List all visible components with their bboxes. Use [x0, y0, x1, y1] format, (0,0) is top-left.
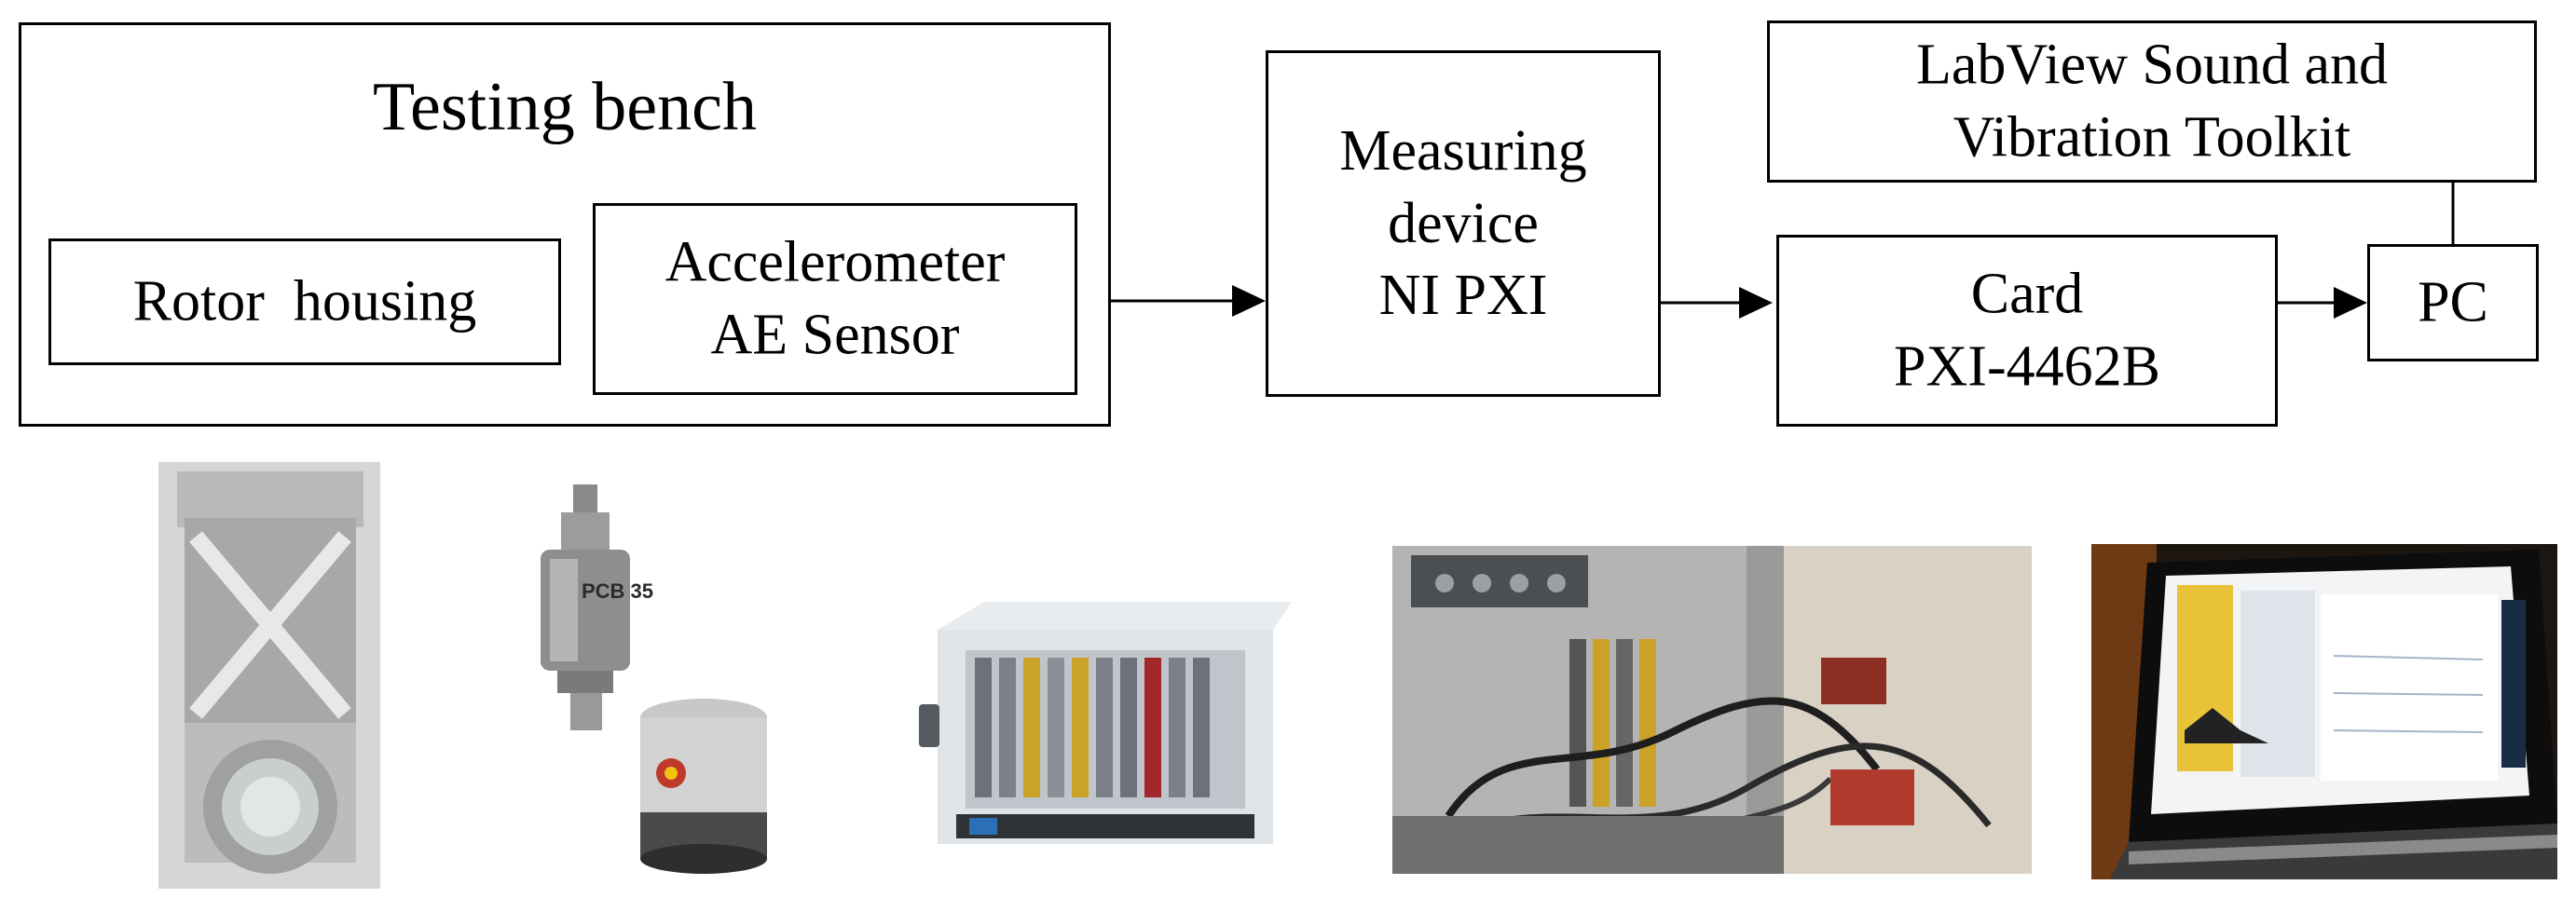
rotor-housing-box: Rotor housing: [48, 238, 561, 365]
arrow-to-measuring: [1232, 285, 1266, 317]
testing-bench-title: Testing bench: [373, 69, 757, 145]
pc-box: PC: [2367, 244, 2539, 361]
ni-pxi-chassis-photo: [919, 592, 1295, 868]
laptop-labview-photo: [2091, 544, 2557, 879]
rotor-housing-photo: [158, 462, 380, 889]
measuring-device-label: Measuring device NI PXI: [1339, 118, 1587, 327]
sensor-label: Accelerometer AE Sensor: [665, 230, 1006, 367]
pc-label: PC: [2418, 270, 2488, 334]
arrow-to-card: [1739, 287, 1773, 319]
software-box: LabView Sound and Vibration Toolkit: [1767, 20, 2537, 183]
card-label: Card PXI-4462B: [1894, 262, 2160, 399]
rotor-housing-label: Rotor housing: [132, 269, 477, 333]
sensor-box: Accelerometer AE Sensor: [593, 203, 1077, 395]
lab-setup-photo: [1392, 546, 2032, 874]
card-box: Card PXI-4462B: [1776, 235, 2278, 427]
measuring-device-box: Measuring device NI PXI: [1266, 50, 1661, 397]
arrow-to-pc: [2334, 287, 2367, 319]
sensors-photo: PCB 35: [503, 477, 783, 892]
accelerometer-marking: PCB 35: [582, 579, 654, 603]
software-label: LabView Sound and Vibration Toolkit: [1916, 33, 2388, 170]
